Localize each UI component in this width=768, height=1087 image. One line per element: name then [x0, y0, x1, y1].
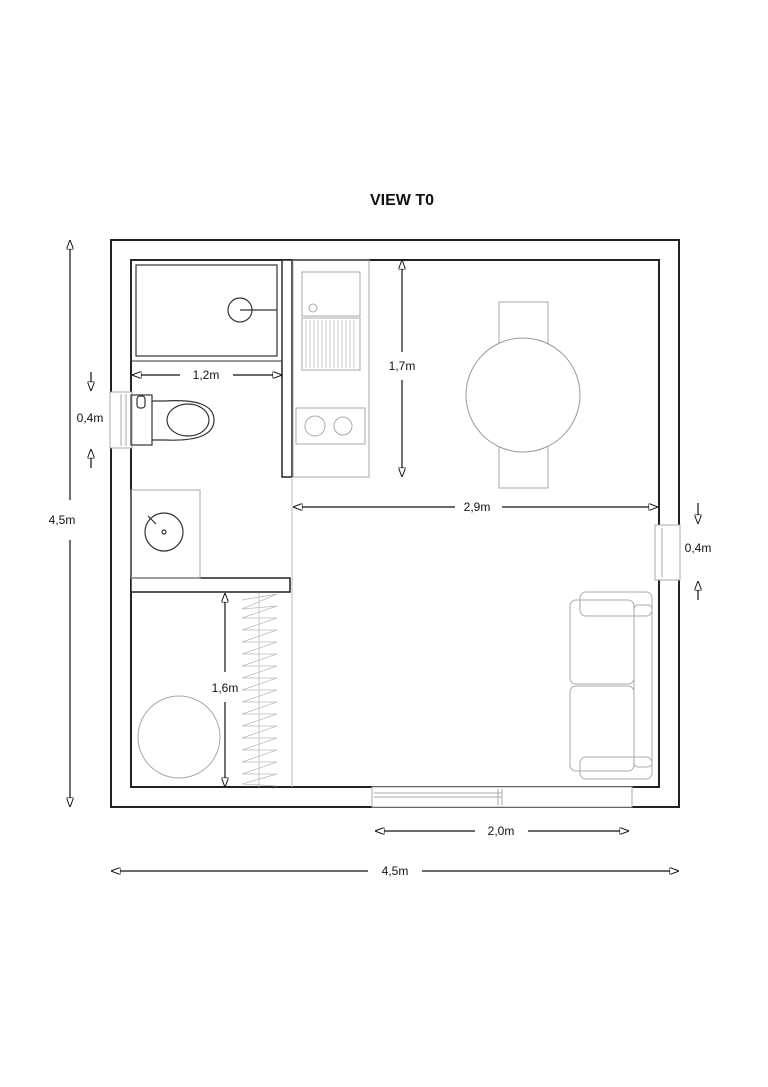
svg-text:1,6m: 1,6m	[212, 681, 239, 695]
dim-kitchen-length: 1,7m	[389, 261, 416, 476]
dim-living-width: 2,9m	[294, 500, 657, 514]
svg-text:0,4m: 0,4m	[77, 411, 104, 425]
toilet	[130, 394, 215, 446]
shower-tray	[130, 259, 283, 362]
dim-left-window: 0,4m	[77, 372, 104, 468]
washing-machine	[137, 695, 221, 779]
svg-text:2,0m: 2,0m	[488, 824, 515, 838]
bathroom-partition-vertical	[281, 259, 293, 478]
kitchen-counter	[292, 259, 370, 478]
plan-title: VIEW T0	[370, 192, 434, 209]
left-window	[109, 391, 133, 449]
svg-text:2,9m: 2,9m	[464, 500, 491, 514]
bathroom-sink	[130, 489, 201, 579]
dim-bath-width: 1,2m	[133, 368, 281, 382]
right-window	[654, 524, 681, 581]
dim-total-width: 4,5m	[112, 864, 678, 878]
svg-text:1,2m: 1,2m	[193, 368, 220, 382]
wardrobe	[241, 593, 278, 787]
svg-text:0,4m: 0,4m	[685, 541, 712, 555]
svg-text:4,5m: 4,5m	[49, 513, 76, 527]
sofa	[569, 591, 653, 780]
dining-table	[465, 301, 581, 489]
bottom-window	[371, 786, 633, 808]
dim-bottom-window: 2,0m	[376, 824, 628, 838]
cooktop	[295, 407, 366, 445]
bathroom-partition-horizontal	[130, 577, 291, 593]
inner-wall	[130, 259, 660, 788]
svg-text:4,5m: 4,5m	[382, 864, 409, 878]
outer-wall	[110, 239, 680, 808]
dim-total-height: 4,5m	[49, 241, 76, 806]
dim-closet-length: 1,6m	[212, 594, 239, 786]
svg-text:1,7m: 1,7m	[389, 359, 416, 373]
dim-right-window: 0,4m	[685, 503, 712, 600]
